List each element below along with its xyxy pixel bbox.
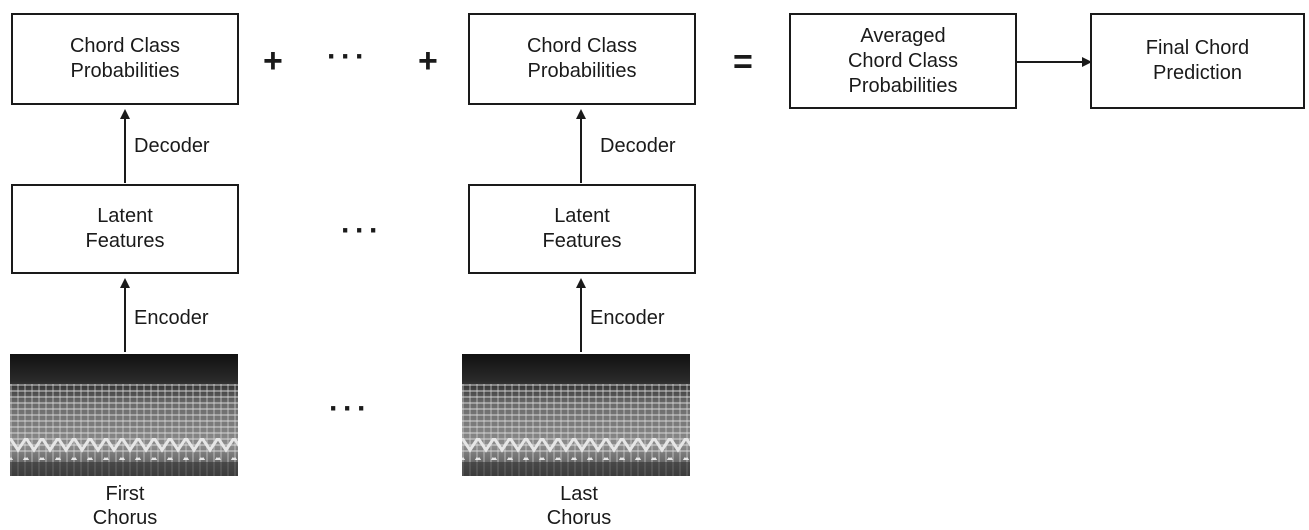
spectrogram-first	[10, 354, 238, 476]
latent-features-label-first: Latent Features	[85, 205, 165, 252]
latent-features-box-last: Latent Features	[468, 184, 696, 274]
chord-probabilities-box-first: Chord Class Probabilities	[11, 13, 239, 105]
chord-probabilities-label-first: Chord Class Probabilities	[69, 35, 181, 82]
final-prediction-box: Final Chord Prediction	[1090, 13, 1305, 109]
encoder-label-first: Encoder	[134, 307, 209, 329]
averaged-probabilities-box: Averaged Chord Class Probabilities	[789, 13, 1017, 109]
first-chorus-caption: First Chorus	[92, 483, 158, 529]
final-prediction-label: Final Chord Prediction	[1145, 37, 1250, 84]
averaged-probabilities-label: Averaged Chord Class Probabilities	[847, 24, 959, 97]
equals-operator: =	[733, 43, 753, 81]
chord-probabilities-label-last: Chord Class Probabilities	[526, 35, 638, 82]
plus-operator-2: +	[418, 42, 438, 80]
decoder-label-last: Decoder	[600, 135, 676, 157]
ellipsis-bottom: ···	[329, 392, 371, 425]
last-chorus-caption: Last Chorus	[546, 483, 612, 529]
ellipsis-top: ···	[327, 40, 369, 73]
latent-features-box-first: Latent Features	[11, 184, 239, 274]
decoder-label-first: Decoder	[134, 135, 210, 157]
plus-operator-1: +	[263, 42, 283, 80]
chord-probabilities-box-last: Chord Class Probabilities	[468, 13, 696, 105]
encoder-label-last: Encoder	[590, 307, 665, 329]
latent-features-label-last: Latent Features	[542, 205, 622, 252]
ellipsis-middle: ···	[341, 214, 383, 247]
spectrogram-last	[462, 354, 690, 476]
